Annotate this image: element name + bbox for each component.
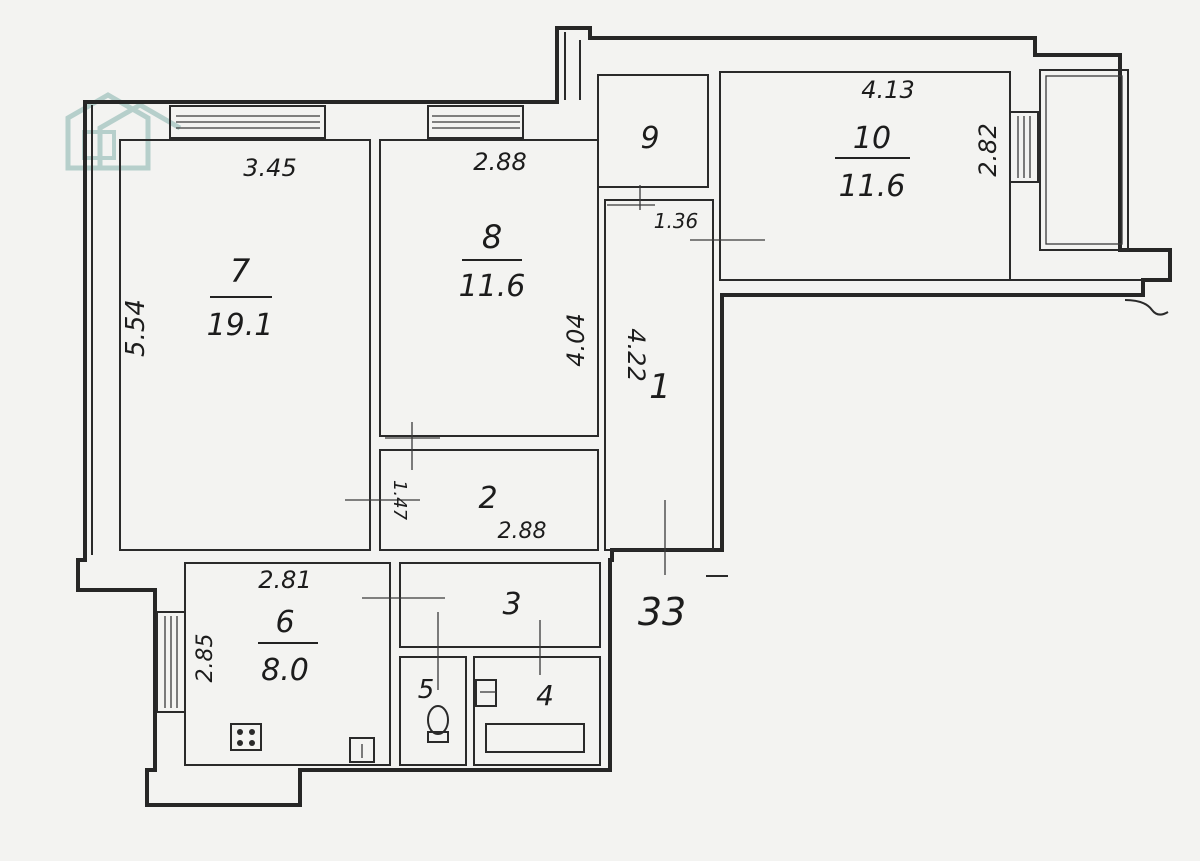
room-4-number: 4	[536, 679, 554, 712]
window-room-6	[156, 611, 186, 713]
window-room-10	[1009, 111, 1039, 183]
dim-room9-width: 1.36	[654, 209, 699, 233]
room-2-number: 2	[478, 481, 497, 516]
room-10-area: 11.6	[839, 169, 906, 204]
room-1-number: 1	[649, 367, 671, 407]
dim-room6-width: 2.81	[258, 566, 311, 594]
dim-room8-length: 4.04	[562, 313, 590, 366]
dim-room2-length: 1.47	[389, 480, 410, 521]
outer-walls	[76, 26, 1172, 807]
stair-label: 33	[638, 590, 686, 634]
stair-arrow	[706, 299, 1169, 577]
room-10-number: 10	[853, 121, 891, 156]
balcony	[1039, 69, 1129, 251]
room-6-area: 8.0	[261, 653, 309, 688]
dim-room2-width: 2.88	[498, 519, 547, 544]
toilet-icon	[427, 705, 449, 743]
washbasin-icon	[475, 679, 497, 707]
dim-room7-width: 3.45	[243, 154, 296, 182]
dim-room7-length: 5.54	[121, 299, 151, 357]
window-room-7	[169, 105, 326, 139]
window-room-8	[427, 105, 524, 139]
room-7-number: 7	[230, 252, 251, 290]
room-7-area: 19.1	[207, 308, 274, 343]
dim-room10-length: 2.82	[974, 123, 1002, 176]
dim-corridor-length: 4.22	[622, 328, 650, 381]
door-marks	[345, 185, 765, 690]
sink-icon	[349, 737, 375, 763]
room-3-number: 3	[502, 587, 521, 622]
room-6-number: 6	[275, 605, 294, 640]
stove-icon	[230, 723, 262, 751]
room-8-area: 11.6	[459, 269, 526, 304]
room-5-number: 5	[418, 675, 435, 705]
dim-room6-length: 2.85	[193, 634, 218, 683]
interior-walls	[184, 71, 1143, 766]
bathtub-icon	[485, 723, 585, 753]
dim-room10-width: 4.13	[861, 76, 914, 104]
area-fraction-lines	[210, 157, 910, 644]
room-9-number: 9	[640, 121, 659, 156]
dim-room8-width: 2.88	[473, 148, 526, 176]
room-8-number: 8	[482, 218, 502, 256]
